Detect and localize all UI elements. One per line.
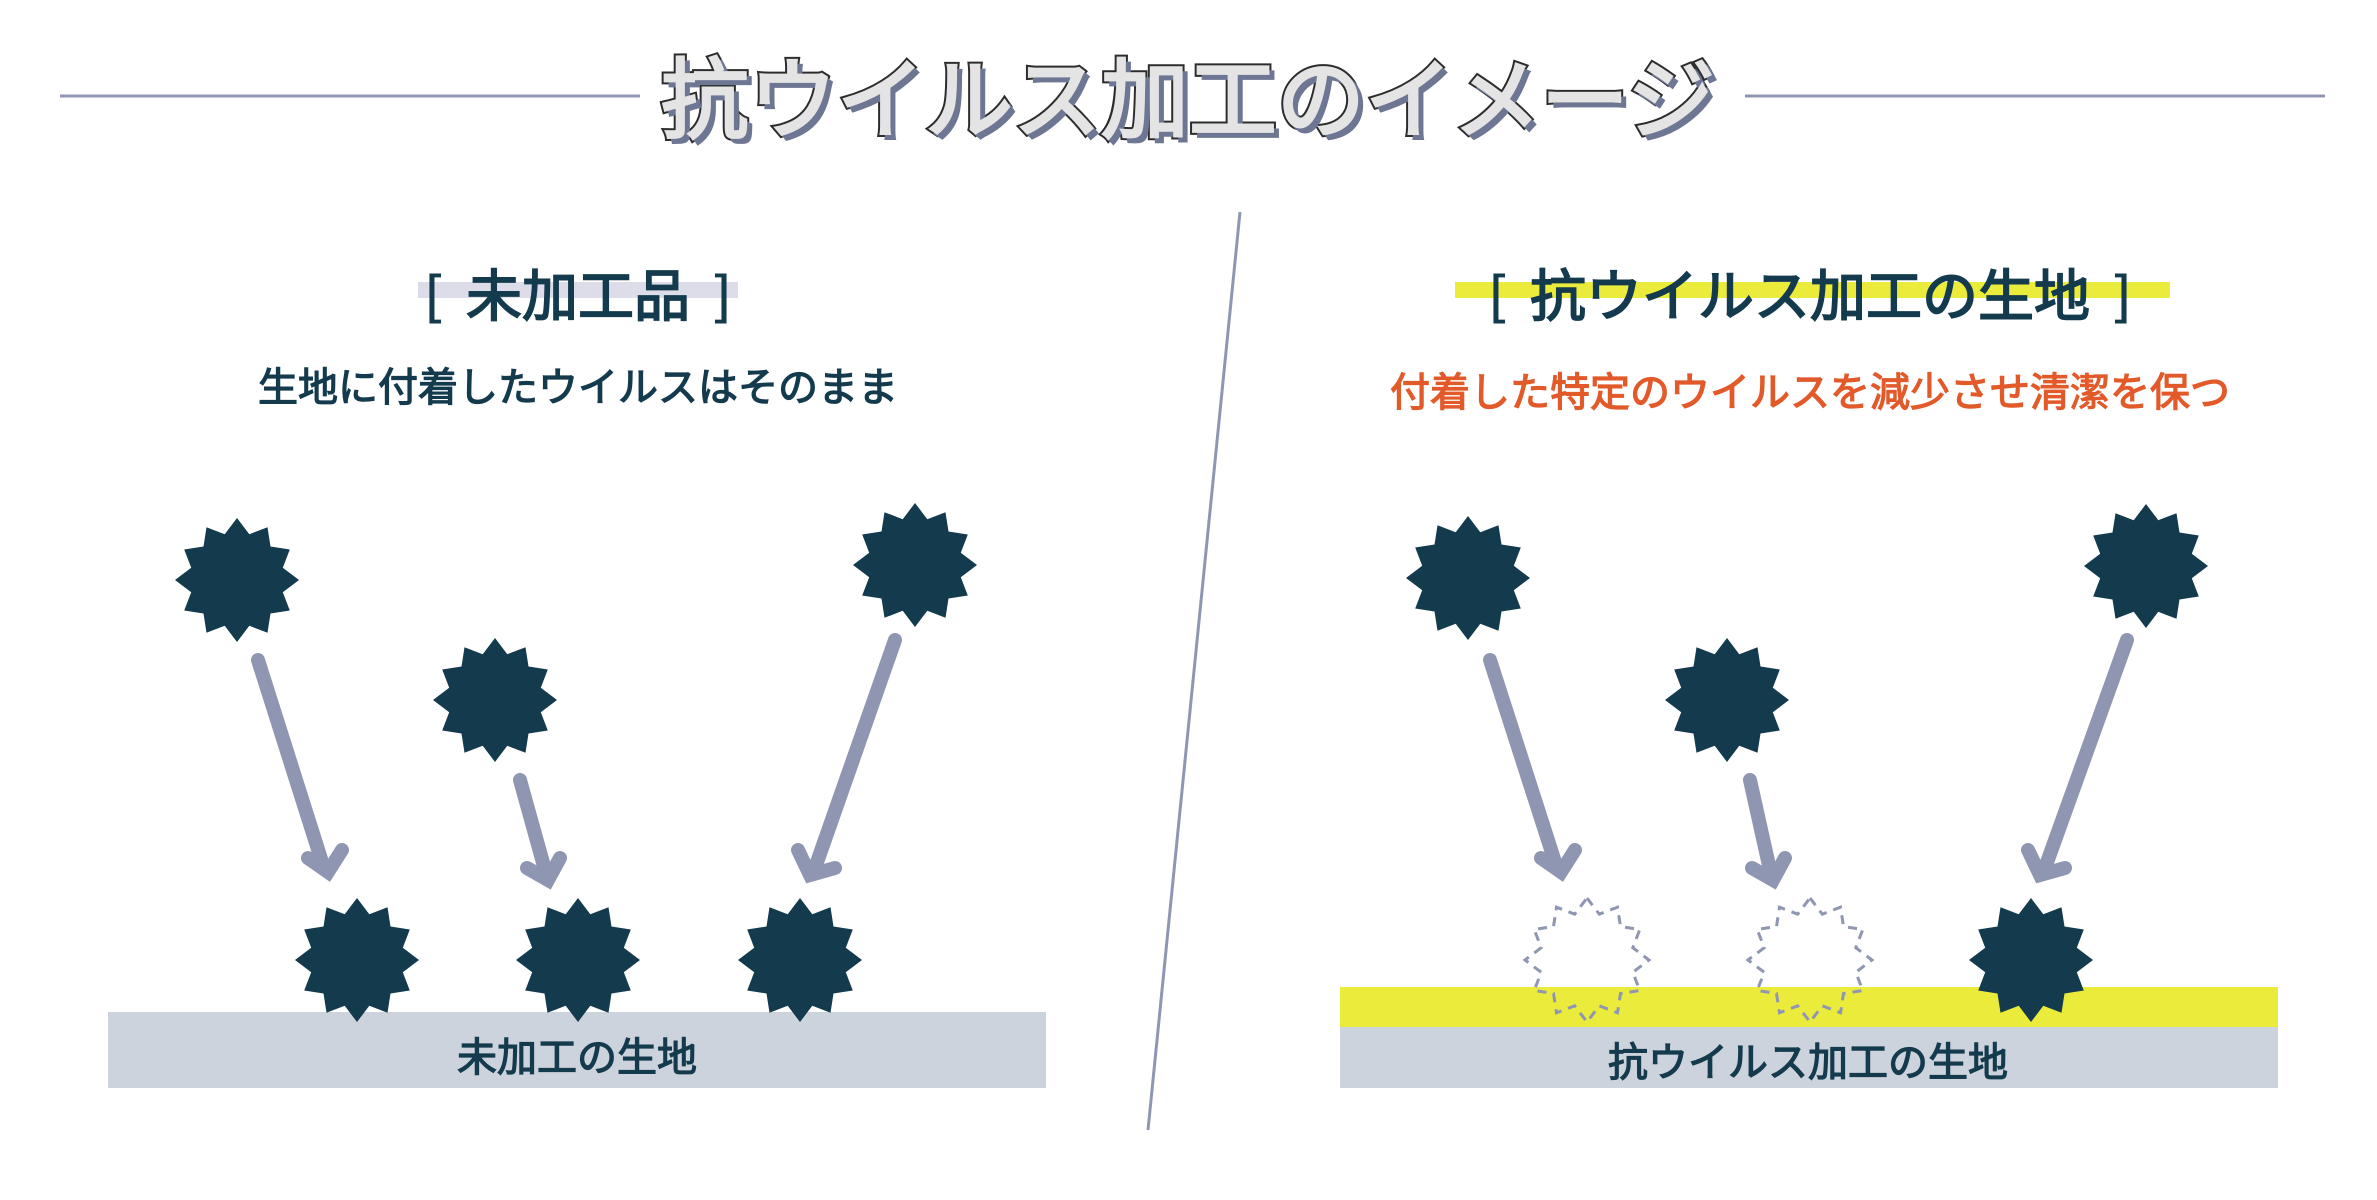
untreated-fabric-label: 未加工の生地 <box>457 1035 697 1081</box>
bracket-close: ] <box>2109 265 2132 330</box>
bracket-close: ] <box>709 265 732 330</box>
virus-icon <box>295 898 419 1022</box>
left-panel-heading: [ 未加工品 ] <box>425 252 732 333</box>
left-arrows <box>251 633 902 890</box>
left-attached-viruses <box>295 898 862 1022</box>
virus-icon <box>1665 638 1789 762</box>
left-falling-viruses <box>175 503 977 762</box>
virus-icon <box>853 503 977 627</box>
bracket-open: [ <box>424 265 447 330</box>
antiviral-fabric-label: 抗ウイルス加工の生地 <box>1608 1040 2008 1086</box>
virus-icon <box>2084 504 2208 628</box>
right-arrows <box>1483 633 2134 890</box>
left-panel-description: 生地に付着したウイルスはそのまま <box>258 365 898 411</box>
right-heading-text: 抗ウイルス加工の生地 <box>1530 265 2090 330</box>
bracket-open: [ <box>1488 265 1511 330</box>
virus-icon <box>433 638 557 762</box>
arrow-icon <box>251 653 349 882</box>
panel-divider <box>1146 211 1242 1131</box>
virus-icon <box>738 898 862 1022</box>
right-falling-viruses <box>1406 504 2208 762</box>
right-panel-heading: [ 抗ウイルス加工の生地 ] <box>1489 252 2132 333</box>
arrow-icon <box>1483 653 1582 882</box>
antiviral-coating <box>1340 987 2278 1027</box>
untreated-fabric <box>108 1012 1046 1088</box>
antiviral-fabric <box>1340 1027 2278 1088</box>
left-heading-underline <box>418 282 738 298</box>
arrow-icon <box>791 633 902 884</box>
right-panel-description: 付着した特定のウイルスを減少させ清潔を保つ <box>1390 370 2230 416</box>
left-heading-text: 未加工品 <box>466 265 690 330</box>
arrow-icon <box>2021 633 2134 884</box>
virus-icon <box>516 898 640 1022</box>
right-heading-underline <box>1455 282 2170 298</box>
virus-icon <box>1406 516 1530 640</box>
arrow-icon <box>1743 773 1792 890</box>
arrow-icon <box>513 773 567 890</box>
virus-icon <box>175 518 299 642</box>
page-title: 抗ウイルス加工のイメージ <box>659 47 1717 154</box>
